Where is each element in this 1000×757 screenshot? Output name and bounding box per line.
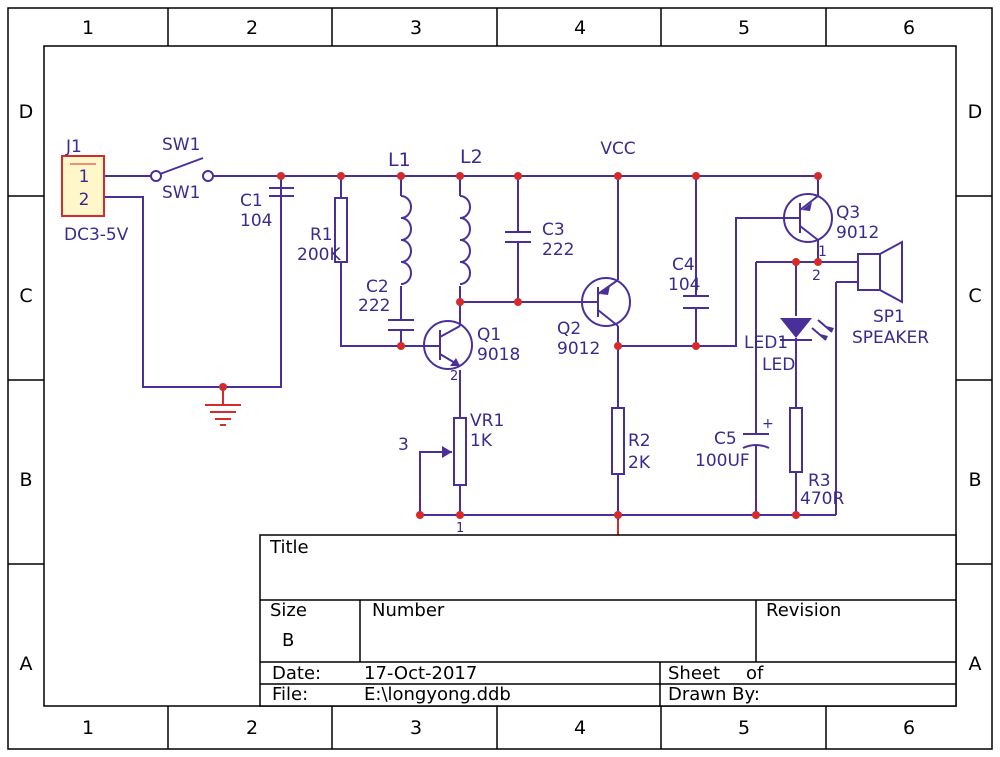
vr1-pin1: 1 <box>456 521 464 536</box>
c5-value: 100UF <box>695 451 750 471</box>
q3-pin: 1 <box>818 244 827 260</box>
title-block: Title Size B Number Revision Date: 17-Oc… <box>259 534 957 707</box>
frame-row-labels: D C B A D C B A <box>19 101 983 675</box>
ground-symbol-left <box>205 388 241 426</box>
l2-ref: L2 <box>460 146 483 168</box>
r3-value: 470R <box>800 489 844 509</box>
q1-ref: Q1 <box>477 325 501 345</box>
row-label-a-right: A <box>969 653 982 675</box>
column-label-4-bottom: 4 <box>574 717 586 739</box>
file-value: E:\longyong.ddb <box>364 684 511 705</box>
c1-ref: C1 <box>240 191 263 211</box>
sw1-ref: SW1 <box>162 135 200 155</box>
frame-column-labels: 1 2 3 4 5 6 1 2 3 4 5 6 <box>82 17 915 739</box>
c4-value: 104 <box>668 275 700 295</box>
led1-diode: LED1 LED <box>744 318 834 375</box>
l2-inductor: L2 <box>459 146 483 285</box>
l1-inductor: L1 <box>388 149 412 285</box>
number-label: Number <box>372 600 445 621</box>
j1-connector: J1 1 2 DC3-5V <box>61 137 129 245</box>
sheet-of: of <box>746 663 764 684</box>
c3-capacitor: C3 222 <box>505 220 574 260</box>
column-label-1: 1 <box>82 17 94 39</box>
r2-value: 2K <box>628 453 651 473</box>
column-label-1-bottom: 1 <box>82 717 94 739</box>
column-label-4: 4 <box>574 17 586 39</box>
r3-ref: R3 <box>808 471 831 491</box>
row-label-b-right: B <box>968 469 981 491</box>
drawn-by-label: Drawn By: <box>668 684 760 705</box>
sp1-speaker: 2 SP1 SPEAKER <box>812 240 929 348</box>
vr1-pin3: 3 <box>398 435 409 455</box>
junction-dots <box>219 172 822 519</box>
c5-ref: C5 <box>714 429 737 449</box>
row-label-d: D <box>19 101 34 123</box>
column-label-6-bottom: 6 <box>903 717 915 739</box>
c4-capacitor: C4 104 <box>668 255 709 309</box>
j1-pin2: 2 <box>79 190 90 210</box>
c1-capacitor: C1 104 <box>240 187 294 231</box>
q2-transistor: Q2 9012 <box>557 277 631 359</box>
row-label-a: A <box>20 653 33 675</box>
column-label-3-bottom: 3 <box>410 717 422 739</box>
r1-ref: R1 <box>310 225 333 245</box>
row-label-c-right: C <box>968 285 981 307</box>
q1-value: 9018 <box>477 345 520 365</box>
size-value: B <box>282 630 294 651</box>
title-label: Title <box>269 537 309 558</box>
l1-ref: L1 <box>388 149 411 171</box>
q3-transistor: Q3 9012 1 <box>783 193 879 260</box>
q1-transistor: Q1 9018 2 <box>401 320 520 384</box>
c1-value: 104 <box>240 211 272 231</box>
date-label: Date: <box>272 663 321 684</box>
r3-resistor: R3 470R <box>789 407 844 509</box>
c5-polarity: + <box>762 416 774 432</box>
vr1-potentiometer: VR1 1K 3 1 <box>398 411 504 536</box>
column-label-5-bottom: 5 <box>738 717 750 739</box>
sw1-label: SW1 <box>162 183 200 203</box>
j1-pin1: 1 <box>79 167 90 187</box>
led1-value: LED <box>762 355 795 375</box>
j1-value: DC3-5V <box>64 225 129 245</box>
c4-ref: C4 <box>672 255 695 275</box>
column-label-2: 2 <box>246 17 258 39</box>
sp1-value: SPEAKER <box>852 328 929 348</box>
vr1-value: 1K <box>470 431 493 451</box>
column-label-3: 3 <box>410 17 422 39</box>
column-label-6: 6 <box>903 17 915 39</box>
r1-value: 200K <box>297 245 341 265</box>
revision-label: Revision <box>766 600 841 621</box>
c3-ref: C3 <box>542 220 565 240</box>
led1-ref: LED1 <box>744 333 788 353</box>
file-label: File: <box>272 684 308 705</box>
row-label-b: B <box>19 469 32 491</box>
c2-value: 222 <box>358 296 390 316</box>
vcc-label: VCC <box>600 139 635 159</box>
c2-ref: C2 <box>366 277 389 297</box>
r1-resistor: R1 200K <box>297 197 348 265</box>
q1-pin: 2 <box>450 369 458 384</box>
c3-value: 222 <box>542 240 574 260</box>
sp1-pin: 2 <box>812 268 821 284</box>
r2-resistor: R2 2K <box>611 407 651 475</box>
r2-ref: R2 <box>628 431 651 451</box>
c5-capacitor: + C5 100UF <box>695 416 774 471</box>
column-label-5: 5 <box>738 17 750 39</box>
sw1-switch: SW1 SW1 <box>150 135 214 203</box>
q3-value: 9012 <box>836 223 879 243</box>
sp1-ref: SP1 <box>873 307 905 327</box>
column-label-2-bottom: 2 <box>246 717 258 739</box>
vr1-ref: VR1 <box>470 411 504 431</box>
date-value: 17-Oct-2017 <box>364 663 477 684</box>
j1-ref: J1 <box>65 137 82 157</box>
size-label: Size <box>270 600 307 621</box>
sheet-label: Sheet <box>668 663 720 684</box>
q2-value: 9012 <box>557 339 600 359</box>
row-label-d-right: D <box>968 101 983 123</box>
q2-ref: Q2 <box>557 319 581 339</box>
row-label-c: C <box>19 285 32 307</box>
c2-capacitor: C2 222 <box>358 277 414 331</box>
q3-ref: Q3 <box>836 203 860 223</box>
